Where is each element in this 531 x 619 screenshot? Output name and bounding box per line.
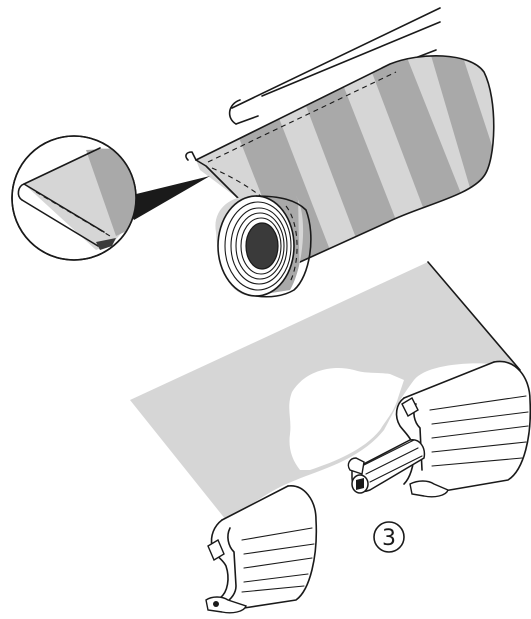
step-circle [373,521,405,553]
front-bar-profile [205,485,318,614]
fabric-roll [215,195,312,298]
end-cap-profile [347,360,531,498]
detail-magnifier [11,135,210,261]
fabric-sheet [130,261,521,520]
fabric-stripes [232,55,494,262]
step-number-label: 3 [382,526,396,551]
step-marker: 3 [373,521,405,553]
